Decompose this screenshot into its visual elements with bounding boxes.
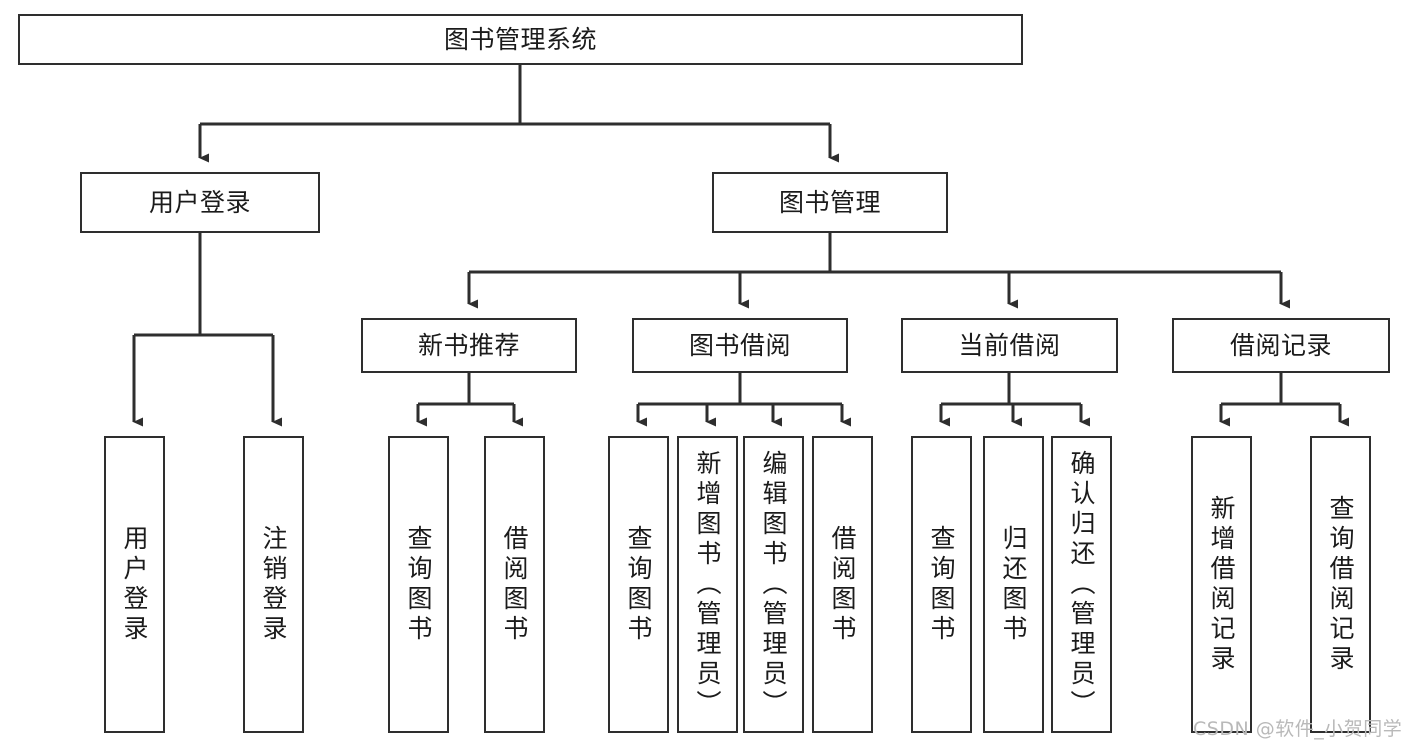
node-leaf-borrow-book-2[interactable]: 借阅图书: [812, 436, 873, 733]
node-label: 图书管理系统: [443, 24, 597, 54]
node-label: 图书借阅: [688, 330, 791, 360]
node-label: 借阅记录: [1229, 330, 1332, 360]
node-label: 新增借阅记录: [1207, 494, 1236, 675]
node-leaf-query-borrow-record[interactable]: 查询借阅记录: [1310, 436, 1371, 733]
node-leaf-query-book-1[interactable]: 查询图书: [388, 436, 449, 733]
node-label: 注销登录: [259, 524, 288, 645]
node-leaf-query-book-2[interactable]: 查询图书: [608, 436, 669, 733]
node-label: 确认归还（管理员）: [1067, 449, 1096, 720]
node-leaf-user-login[interactable]: 用户登录: [104, 436, 165, 733]
node-leaf-query-book-3[interactable]: 查询图书: [911, 436, 972, 733]
node-user-login[interactable]: 用户登录: [80, 172, 320, 233]
node-borrow-record[interactable]: 借阅记录: [1172, 318, 1390, 373]
node-label: 当前借阅: [958, 330, 1061, 360]
node-label: 用户登录: [120, 524, 149, 645]
node-book-borrow[interactable]: 图书借阅: [632, 318, 848, 373]
node-leaf-add-book[interactable]: 新增图书（管理员）: [677, 436, 738, 733]
node-label: 借阅图书: [828, 524, 857, 645]
node-book-manage[interactable]: 图书管理: [712, 172, 948, 233]
node-leaf-confirm-return[interactable]: 确认归还（管理员）: [1051, 436, 1112, 733]
node-label: 查询图书: [624, 524, 653, 645]
node-current-borrow[interactable]: 当前借阅: [901, 318, 1118, 373]
node-leaf-borrow-book-1[interactable]: 借阅图书: [484, 436, 545, 733]
node-leaf-return-book[interactable]: 归还图书: [983, 436, 1044, 733]
node-new-book-recommend[interactable]: 新书推荐: [361, 318, 577, 373]
node-label: 用户登录: [148, 187, 251, 217]
node-leaf-edit-book[interactable]: 编辑图书（管理员）: [743, 436, 804, 733]
node-label: 图书管理: [778, 187, 881, 217]
node-label: 查询图书: [927, 524, 956, 645]
node-leaf-user-logout[interactable]: 注销登录: [243, 436, 304, 733]
node-label: 新书推荐: [417, 330, 520, 360]
node-label: 借阅图书: [500, 524, 529, 645]
node-root-system[interactable]: 图书管理系统: [18, 14, 1023, 65]
node-label: 编辑图书（管理员）: [759, 449, 788, 720]
node-leaf-add-borrow-record[interactable]: 新增借阅记录: [1191, 436, 1252, 733]
node-label: 新增图书（管理员）: [693, 449, 722, 720]
node-label: 归还图书: [999, 524, 1028, 645]
node-label: 查询图书: [404, 524, 433, 645]
csdn-watermark: CSDN @软件_小贺同学: [1193, 718, 1403, 740]
node-label: 查询借阅记录: [1326, 494, 1355, 675]
